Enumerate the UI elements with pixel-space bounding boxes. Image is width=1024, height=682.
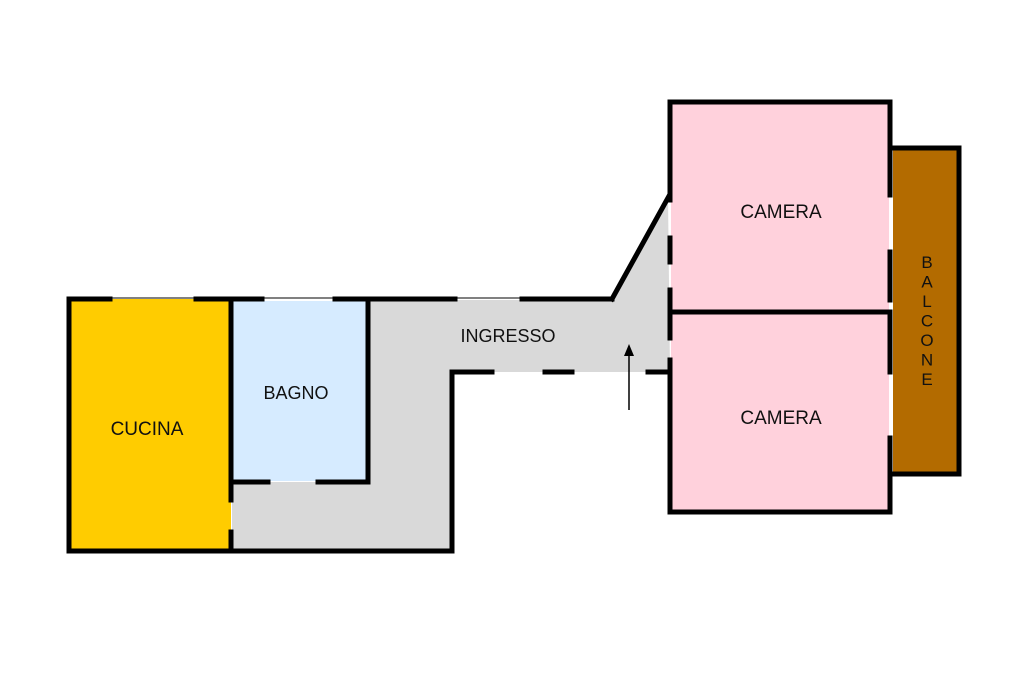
camera-bottom-label: CAMERA — [740, 408, 822, 429]
camera-top-label: CAMERA — [740, 202, 822, 223]
bagno-room — [232, 301, 366, 481]
balcone-letter: N — [921, 351, 933, 370]
entrance-arrow-icon — [624, 344, 634, 410]
bagno-label: BAGNO — [263, 383, 328, 403]
camera-bottom-room — [671, 312, 889, 512]
balcone-letter: L — [922, 292, 931, 311]
balcone-letter: O — [920, 331, 933, 350]
balcone-letter: C — [921, 312, 933, 331]
camera-top-room — [671, 102, 889, 312]
ingresso-label: INGRESSO — [460, 326, 555, 346]
cucina-label: CUCINA — [111, 419, 184, 440]
balcone-letter: A — [921, 273, 933, 292]
walls — [66, 99, 962, 554]
balcone-room — [893, 148, 959, 474]
balcone-letter: E — [921, 370, 932, 389]
balcone-letter: B — [921, 253, 932, 272]
cucina-room — [69, 299, 231, 551]
